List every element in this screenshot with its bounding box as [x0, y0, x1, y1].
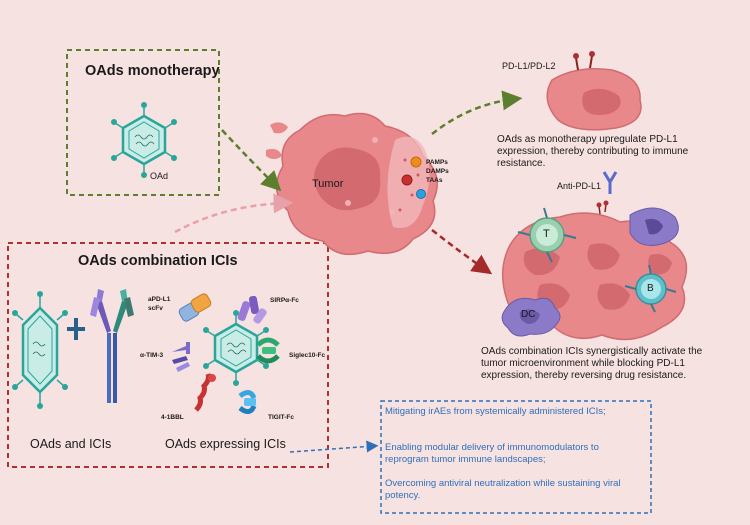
benefit-2: Enabling modular delivery of immunomodul… — [385, 442, 599, 465]
label-tigit: TIGIT-Fc — [268, 414, 294, 421]
tumor-label: Tumor — [312, 178, 344, 190]
tumor-microenvironment — [501, 171, 688, 341]
siglec10-fc-icon — [256, 337, 280, 364]
oad-virus-elongated-icon — [12, 291, 68, 409]
tim3-antibody-icon — [172, 342, 190, 372]
4-1bbl-icon — [194, 373, 216, 412]
antibody-icon — [90, 289, 134, 403]
combo-title: OAds combination ICIs — [78, 253, 238, 269]
benefit-3: Overcoming antiviral neutralization whil… — [385, 478, 621, 501]
anti-pdl1-label: Anti-PD-L1 — [557, 181, 602, 191]
arrow-combo-to-tumor — [174, 193, 294, 234]
t-cell-label: T — [543, 228, 550, 240]
combo-box — [7, 242, 329, 468]
combo-result-text: OAds combination ICIs synergistically ac… — [481, 346, 703, 381]
label-sirpa: SIRPα-Fc — [270, 297, 299, 304]
sirpa-fc-icon — [237, 295, 267, 324]
benefit-1: Mitigating irAEs from systemically admin… — [385, 406, 606, 417]
b-cell-label: B — [647, 283, 654, 294]
pdl1-receptor-icon — [573, 51, 595, 71]
arrow-mono-to-tumor — [221, 129, 282, 192]
oad-expressing-virus-icon — [203, 310, 269, 386]
oad-virus-icon — [111, 102, 177, 178]
taas-label: TAAs — [426, 177, 443, 184]
label-siglec: Siglec10-Fc — [289, 352, 326, 359]
scfv-molecule-icon — [178, 293, 212, 322]
plus-icon — [67, 318, 85, 340]
mono-box — [66, 49, 220, 196]
benefits-box — [380, 400, 652, 514]
b-cell — [624, 264, 677, 313]
anti-pdl1-antibody-icon — [602, 171, 618, 194]
oad-label: OAd — [150, 171, 169, 181]
tigit-fc-icon — [238, 390, 257, 414]
label-4-1bbl: 4-1BBL — [161, 414, 184, 421]
oads-expressing-caption: OAds expressing ICIs — [165, 437, 286, 451]
oads-and-icis-caption: OAds and ICIs — [30, 437, 112, 451]
label-scfv: scFv — [148, 305, 163, 312]
label-apdl1: aPD-L1 — [148, 296, 171, 303]
mono-title: OAds monotherapy — [85, 63, 220, 79]
dc-cell — [501, 297, 561, 337]
damps-label: DAMPs — [426, 168, 449, 175]
label-tim3: α-TIM-3 — [140, 352, 164, 359]
arrow-tumor-to-tme — [431, 229, 493, 275]
arrow-tumor-to-pdl1 — [431, 90, 523, 135]
pdl1-pdl2-label: PD-L1/PD-L2 — [502, 61, 556, 71]
pamps-label: PAMPs — [426, 159, 448, 166]
lysed-debris — [387, 136, 430, 229]
arrow-expressing-to-benefits — [289, 440, 379, 453]
dc-cell-label: DC — [521, 309, 536, 320]
pdl1-small-icon — [596, 200, 609, 215]
pdl1-tumor-cell — [546, 51, 642, 131]
mono-result-text: OAds as monotherapy upregulate PD-L1 exp… — [497, 134, 689, 169]
t-cell — [517, 207, 577, 263]
